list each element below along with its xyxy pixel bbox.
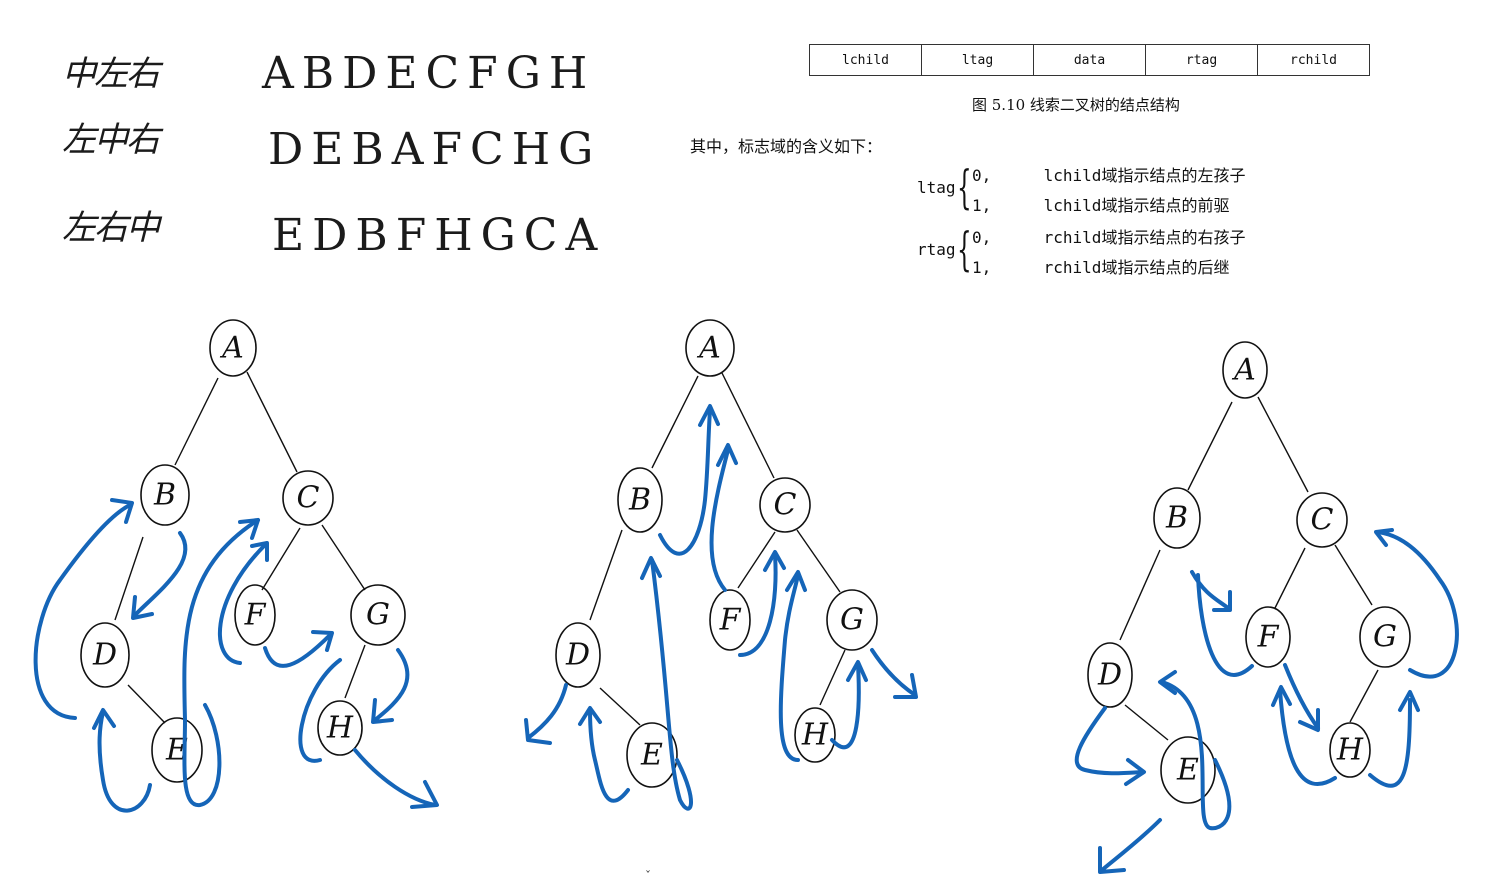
svg-text:B: B [628,483,651,518]
tree-node-c: C [759,477,811,533]
ltag-value-0: 0, [972,166,992,185]
rtag-desc-1: rchild域指示结点的后继 [1043,258,1230,277]
traversal-sequence-inorder: DEBAFCHG [268,124,602,175]
tree-node-h: H [794,707,836,763]
tree-edges [589,372,846,726]
svg-text:H: H [326,711,354,746]
svg-text:A: A [1231,353,1256,388]
svg-text:H: H [801,718,829,753]
svg-text:D: D [1097,658,1122,693]
tree-edges [1119,396,1379,741]
tree-node-a: A [209,319,257,377]
svg-text:C: C [774,488,797,523]
svg-text:E: E [1176,753,1199,788]
ltag-row-0: 0, lchild域指示结点的左孩子 [972,162,1245,186]
tree-node-c: C [282,470,334,526]
traversal-sequence-postorder: EDBFHGCA [272,210,606,261]
rtag-row-0: 0, rchild域指示结点的右孩子 [972,224,1245,248]
rtag-value-0: 0, [972,228,992,247]
tree-node-b: B [140,464,190,526]
rtag-definition: rtag { 0, rchild域指示结点的右孩子 1, rchild域指示结点… [917,222,1317,282]
tree-node-g: G [1359,606,1411,668]
rtag-value-1: 1, [972,258,992,277]
tree-node-b: B [1153,487,1201,549]
tree-inorder: A B C D F G E H [524,319,918,811]
svg-text:D: D [92,638,117,673]
traversal-sequence-preorder: ABDECFGH [262,48,596,99]
rtag-row-1: 1, rchild域指示结点的后继 [972,254,1229,278]
tree-node-f: F [234,584,276,646]
ltag-brace: { [957,160,972,214]
svg-text:F: F [244,598,267,633]
tree-node-d: D [80,622,130,688]
tree-node-b: B [617,467,663,533]
tree-node-a: A [1222,341,1268,399]
intro-text: 其中，标志域的含义如下： [690,137,883,156]
tree-node-d: D [1087,642,1133,708]
tree-node-e: E [151,717,203,783]
tree-node-e: E [1160,736,1216,804]
node-structure-table: lchild ltag data rtag rchild [809,44,1370,76]
tree-node-g: G [826,589,878,651]
traversal-label-preorder: 中左右 [62,54,160,94]
svg-text:F: F [1257,620,1280,655]
ltag-value-1: 1, [972,196,992,215]
rtag-name: rtag [917,240,956,259]
tree-node-f: F [1245,606,1291,668]
svg-text:H: H [1336,733,1364,768]
field-rtag: rtag [1145,44,1258,76]
svg-text:D: D [565,638,590,673]
tree-node-a: A [685,319,735,377]
tree-node-g: G [350,584,406,646]
figure-caption: 图 5.10 线索二叉树的结点结构 [972,96,1180,114]
ltag-definition: ltag { 0, lchild域指示结点的左孩子 1, lchild域指示结点… [917,160,1317,220]
ltag-desc-1: lchild域指示结点的前驱 [1043,196,1230,215]
ltag-name: ltag [917,178,956,197]
tree-node-e: E [626,722,678,788]
rtag-brace: { [957,222,972,276]
svg-text:E: E [165,733,188,768]
svg-text:G: G [1373,620,1397,655]
tree-node-d: D [555,622,601,688]
stray-mark: ˇ [645,869,651,883]
tree-node-h: H [1329,722,1371,778]
svg-text:B: B [1165,501,1188,536]
tree-edges [114,371,366,724]
svg-text:G: G [840,603,864,638]
svg-text:F: F [719,603,742,638]
tree-preorder: A B C D F G E H [33,319,439,813]
svg-text:A: A [219,331,244,366]
tree-node-c: C [1296,492,1348,548]
tree-node-f: F [709,589,751,651]
thread-arrows [33,498,439,813]
traversal-label-postorder: 左右中 [62,208,160,248]
tree-node-h: H [317,700,363,756]
svg-text:B: B [153,478,176,513]
svg-text:E: E [640,738,663,773]
tree-postorder: A B C D F G E H [1074,341,1459,874]
svg-text:C: C [1311,503,1334,538]
ltag-desc-0: lchild域指示结点的左孩子 [1043,166,1246,185]
svg-text:C: C [297,481,320,516]
thread-arrows [524,404,918,811]
field-lchild: lchild [809,44,922,76]
thread-arrows [1074,528,1459,874]
field-rchild: rchild [1257,44,1370,76]
traversal-label-inorder: 左中右 [62,120,160,160]
svg-text:A: A [696,331,721,366]
svg-text:G: G [366,598,390,633]
rtag-desc-0: rchild域指示结点的右孩子 [1043,228,1246,247]
ltag-row-1: 1, lchild域指示结点的前驱 [972,192,1229,216]
